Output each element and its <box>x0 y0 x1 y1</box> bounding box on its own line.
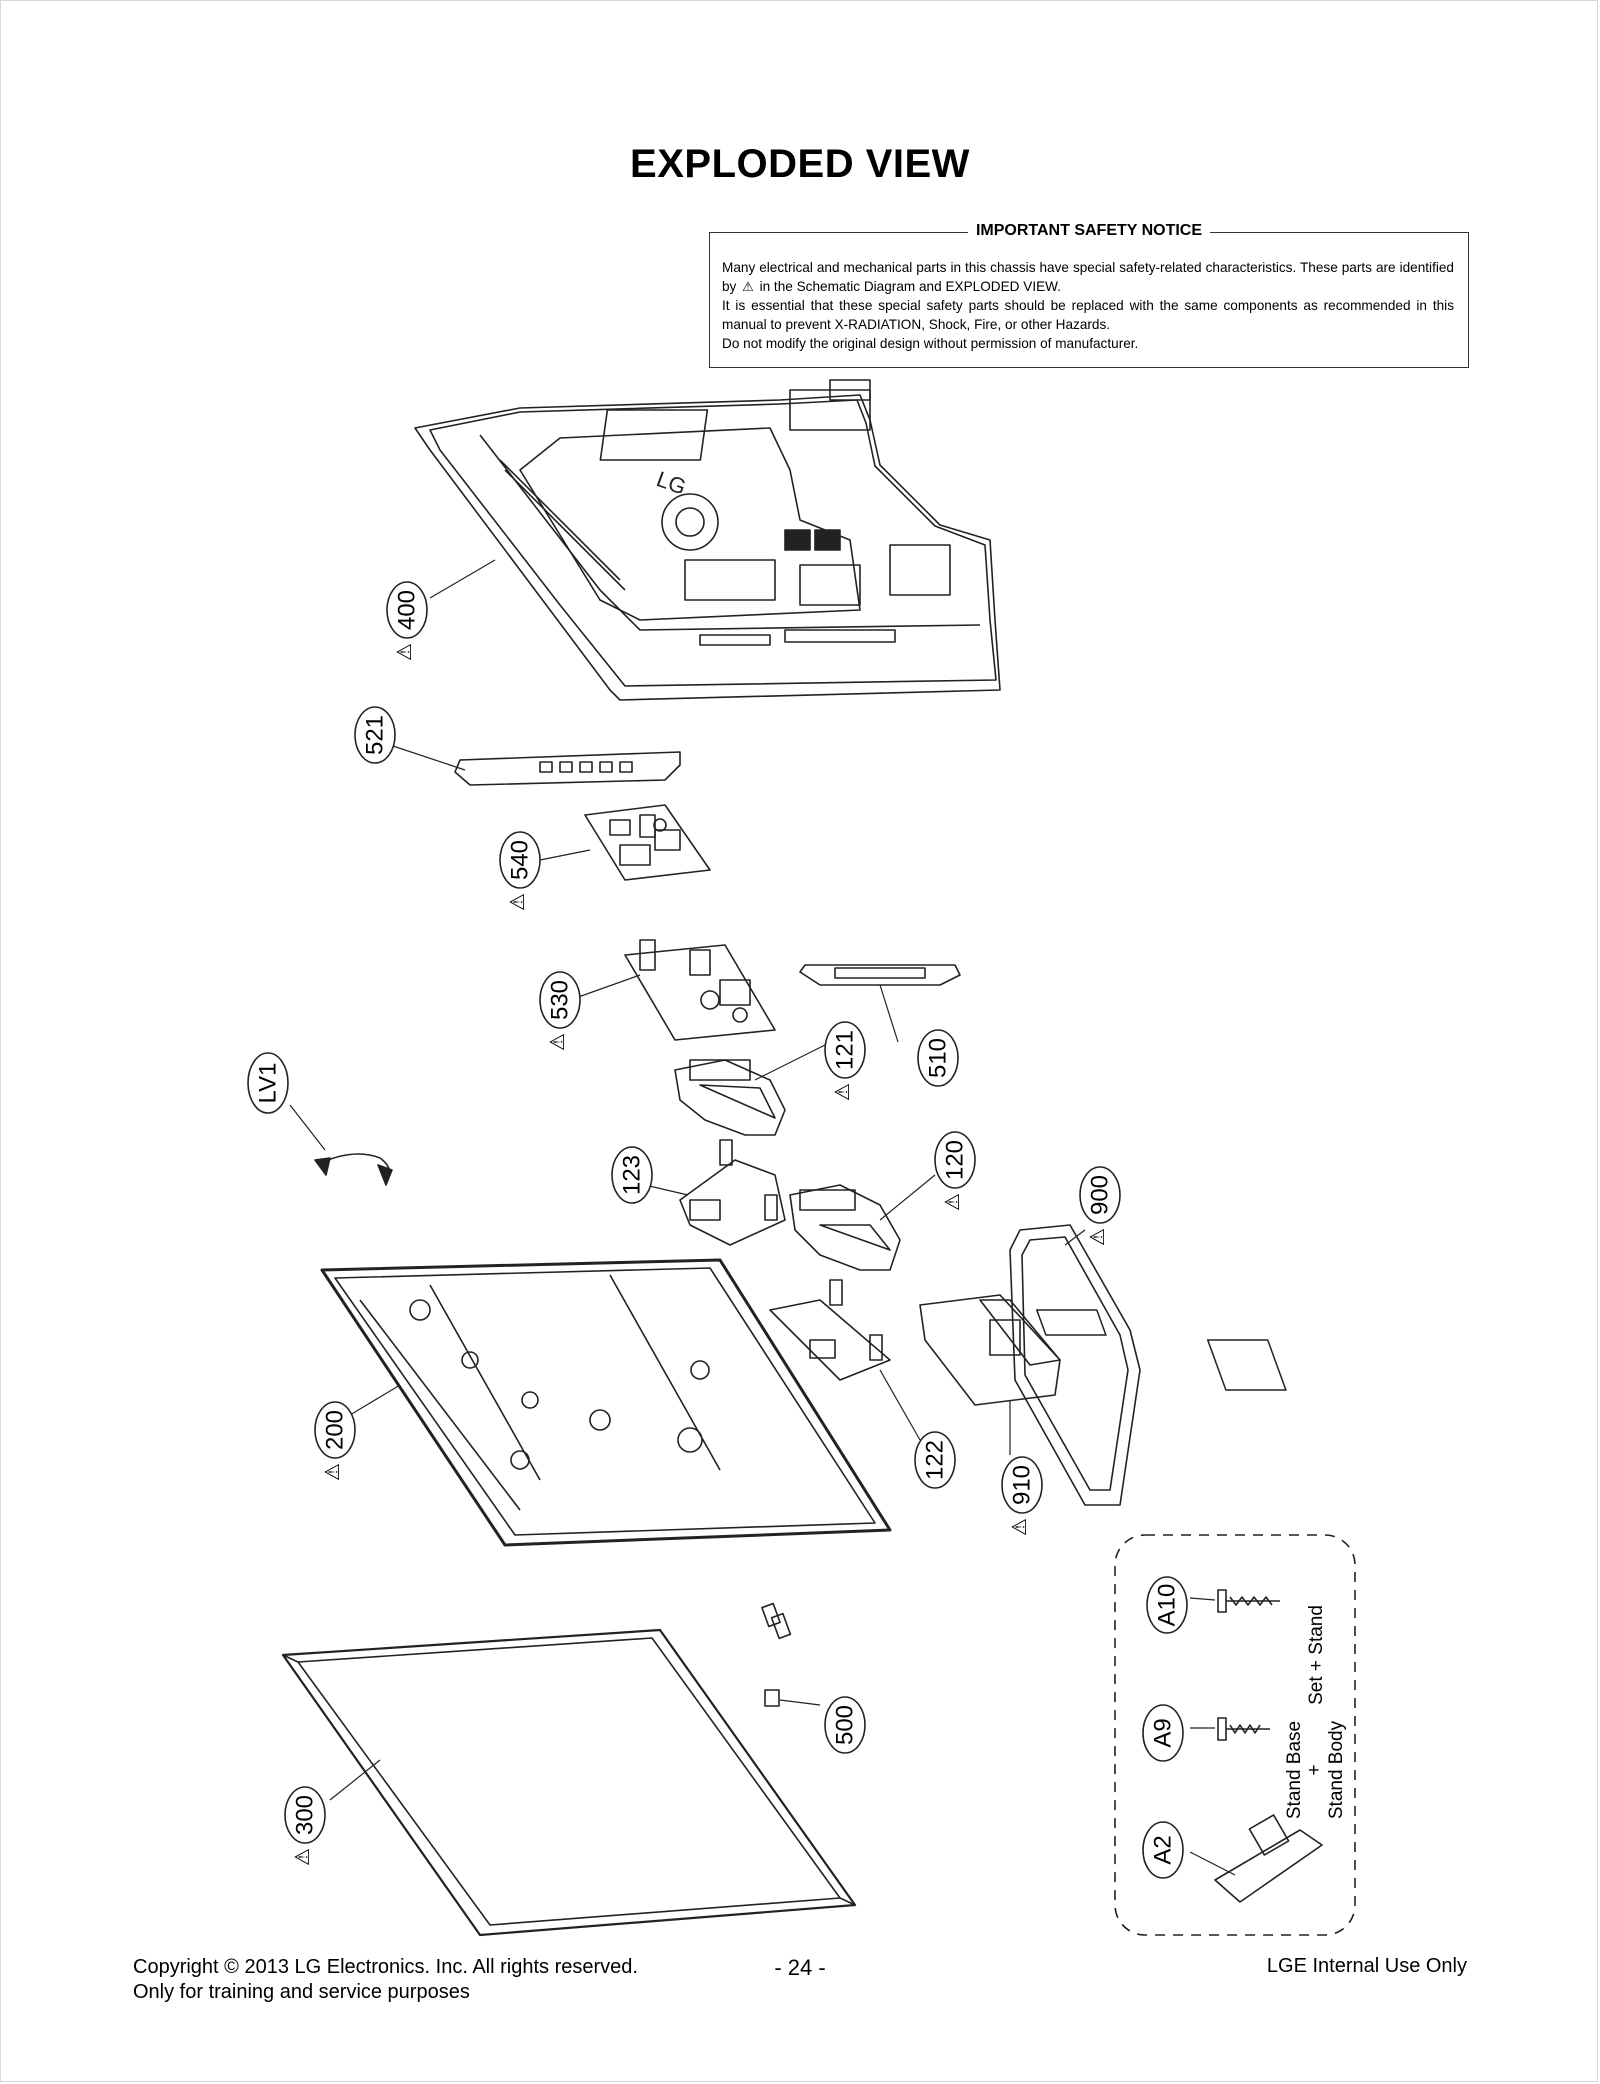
svg-text:530: 530 <box>547 980 574 1020</box>
warning-triangle-icon: ⚠ <box>322 1463 344 1481</box>
svg-text:122: 122 <box>922 1440 949 1480</box>
label-521: 521 <box>354 706 396 764</box>
warning-triangle-icon: ⚠ <box>1009 1518 1031 1536</box>
label-200: 200 ⚠ <box>314 1401 356 1481</box>
label-510: 510 <box>917 1029 959 1087</box>
label-a9: A9 <box>1142 1704 1184 1762</box>
warning-triangle-icon: ⚠ <box>547 1033 569 1051</box>
front-panel-300 <box>281 1628 857 1937</box>
screw-a9 <box>1217 1717 1270 1741</box>
svg-text:200: 200 <box>322 1410 349 1450</box>
label-540: 540 ⚠ <box>499 831 541 911</box>
stand-base-900 <box>1009 1224 1141 1506</box>
note-stand-base: Stand Base <box>1284 1721 1305 1819</box>
svg-text:521: 521 <box>362 715 389 755</box>
safety-notice-body: Many electrical and mechanical parts in … <box>722 258 1454 353</box>
warning-triangle-icon: ⚠ <box>742 279 754 294</box>
svg-text:A2: A2 <box>1150 1835 1177 1864</box>
stand-body-910 <box>919 1294 1061 1406</box>
warning-triangle-icon: ⚠ <box>507 893 529 911</box>
speaker-121 <box>674 1059 786 1136</box>
note-set-stand: Set + Stand <box>1306 1605 1327 1705</box>
part-labels: 400 ⚠ 521 540 ⚠ 530 ⚠ 510 121 ⚠ LV1 <box>247 581 1188 1879</box>
notice-line-1-end: in the Schematic Diagram and EXPLODED VI… <box>759 279 1062 294</box>
safety-notice-box: IMPORTANT SAFETY NOTICE Many electrical … <box>709 222 1469 368</box>
board-122 <box>769 1279 891 1381</box>
label-123: 123 <box>611 1146 653 1204</box>
page-title: EXPLODED VIEW <box>630 142 970 186</box>
label-530: 530 ⚠ <box>539 971 581 1051</box>
footer-training: Only for training and service purposes <box>133 1981 470 2003</box>
clip-500 <box>761 1602 792 1707</box>
label-900: 900 ⚠ <box>1079 1166 1121 1246</box>
svg-text:540: 540 <box>507 840 534 880</box>
svg-text:121: 121 <box>832 1030 859 1070</box>
label-400: 400 ⚠ <box>386 581 428 661</box>
back-cover: LG <box>414 379 1001 701</box>
screw-a10 <box>1217 1589 1280 1613</box>
leader-lines <box>289 559 1236 1876</box>
warning-triangle-icon: ⚠ <box>832 1083 854 1101</box>
speaker-120 <box>789 1184 901 1271</box>
bracket-521 <box>454 751 681 786</box>
svg-text:LV1: LV1 <box>255 1063 282 1104</box>
footer-internal: LGE Internal Use Only <box>1266 1955 1467 1977</box>
warning-triangle-icon: ⚠ <box>1087 1228 1109 1246</box>
warning-triangle-icon: ⚠ <box>292 1848 314 1866</box>
svg-text:910: 910 <box>1009 1465 1036 1505</box>
cable-lv1 <box>314 1153 393 1186</box>
label-122: 122 <box>914 1431 956 1489</box>
svg-text:A10: A10 <box>1154 1584 1181 1627</box>
svg-text:510: 510 <box>925 1038 952 1078</box>
warning-triangle-icon: ⚠ <box>394 643 416 661</box>
note-plus: + <box>1304 1764 1325 1775</box>
board-123 <box>679 1139 786 1246</box>
safety-notice-heading: IMPORTANT SAFETY NOTICE <box>967 222 1211 239</box>
svg-text:123: 123 <box>619 1155 646 1195</box>
notice-line-1: Many electrical and mechanical parts in … <box>722 260 1454 294</box>
label-121: 121 ⚠ <box>824 1021 866 1101</box>
svg-text:120: 120 <box>942 1140 969 1180</box>
key-board-510 <box>799 964 961 986</box>
footer-left: Copyright © 2013 LG Electronics. Inc. Al… <box>133 1955 638 2005</box>
screws-box <box>1114 1534 1356 1936</box>
notice-line-2: It is essential that these special safet… <box>722 298 1454 332</box>
svg-text:300: 300 <box>292 1795 319 1835</box>
label-910: 910 ⚠ <box>1001 1456 1043 1536</box>
label-a10: A10 <box>1146 1576 1188 1634</box>
label-120: 120 ⚠ <box>934 1131 976 1211</box>
power-board-530 <box>624 939 776 1041</box>
svg-text:A9: A9 <box>1150 1718 1177 1747</box>
svg-text:900: 900 <box>1087 1175 1114 1215</box>
footer-copyright: Copyright © 2013 LG Electronics. Inc. Al… <box>133 1956 638 1978</box>
label-lv1: LV1 <box>247 1052 289 1114</box>
label-500: 500 <box>824 1696 866 1754</box>
svg-text:400: 400 <box>394 590 421 630</box>
warning-triangle-icon: ⚠ <box>942 1193 964 1211</box>
note-stand-body: Stand Body <box>1326 1720 1347 1819</box>
main-board-540 <box>584 804 711 881</box>
stand-neck-a2 <box>1214 1814 1323 1903</box>
screw-notes: Set + Stand Stand Base + Stand Body <box>1284 1605 1347 1819</box>
label-a2: A2 <box>1142 1821 1184 1879</box>
notice-line-3: Do not modify the original design withou… <box>722 336 1139 351</box>
page-number: - 24 - <box>774 1955 826 1980</box>
svg-text:500: 500 <box>832 1705 859 1745</box>
label-300: 300 ⚠ <box>284 1786 326 1866</box>
main-frame-200 <box>320 1258 1287 1547</box>
